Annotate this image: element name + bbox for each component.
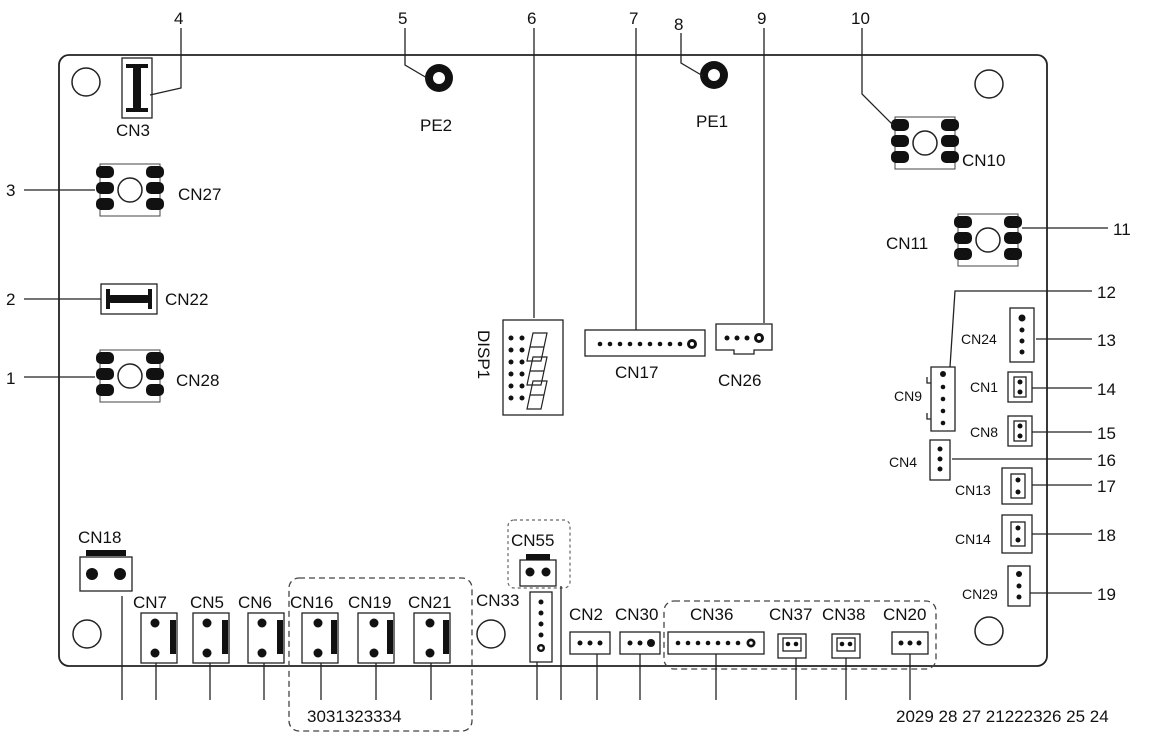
label-cn29: CN29 [962,586,998,602]
connector-cn29 [1007,565,1031,607]
label-cn10: CN10 [962,151,1005,170]
label-cn3: CN3 [116,121,150,140]
label-cn16: CN16 [290,593,333,612]
callout-group-b: 2029 28 27 21222326 25 24 [896,707,1109,726]
mount-hole [71,67,101,97]
callout-7: 7 [629,9,638,28]
callout-group-a: 3031323334 [307,707,402,726]
connector-cn30 [619,631,661,655]
board-outline [58,54,1048,667]
connector-cn8 [1007,415,1033,447]
group-dashed-box-left [288,577,473,732]
connector-cn21 [413,612,451,664]
callout-19: 19 [1097,585,1116,604]
connector-cn33 [529,591,553,663]
label-cn30: CN30 [615,605,658,624]
label-cn17: CN17 [615,363,658,382]
mount-hole [974,69,1004,99]
connector-cn38 [831,633,861,659]
label-cn20: CN20 [883,605,926,624]
callout-2: 2 [6,290,15,309]
callout-15: 15 [1097,424,1116,443]
callout-10: 10 [851,9,870,28]
callout-12: 12 [1097,283,1116,302]
connector-cn37 [777,633,807,659]
cn55-dashed-box [507,519,571,589]
callout-3: 3 [6,181,15,200]
connector-cn16 [301,612,339,664]
label-cn22: CN22 [165,290,208,309]
ground-pe2 [425,64,453,92]
connector-cn1 [1007,371,1033,403]
mount-hole [476,619,506,649]
label-cn4: CN4 [889,454,917,470]
callout-18: 18 [1097,526,1116,545]
connector-cn7 [140,612,178,664]
label-pe2: PE2 [420,116,452,135]
mount-hole [72,619,102,649]
label-cn37: CN37 [769,605,812,624]
label-cn33: CN33 [476,591,519,610]
connector-cn6 [247,612,285,664]
connector-cn2 [569,631,611,655]
label-cn9: CN9 [894,388,922,404]
callout-17: 17 [1097,477,1116,496]
label-cn11: CN11 [886,234,928,253]
label-cn19: CN19 [348,593,391,612]
display-disp1 [502,319,564,416]
callout-8: 8 [674,15,683,34]
label-cn36: CN36 [690,605,733,624]
connector-cn17 [584,329,706,357]
callout-6: 6 [527,9,536,28]
callout-13: 13 [1097,331,1116,350]
label-cn14: CN14 [955,531,991,547]
label-cn5: CN5 [190,593,224,612]
label-cn6: CN6 [238,593,272,612]
label-cn13: CN13 [955,482,991,498]
connector-cn55 [519,554,557,587]
label-pe1: PE1 [696,112,728,131]
label-cn21: CN21 [408,593,451,612]
callout-4: 4 [174,9,183,28]
leader-lines [24,28,1108,700]
connector-cn3 [121,57,153,119]
label-cn2: CN2 [569,605,603,624]
label-cn1: CN1 [970,379,998,395]
callout-11: 11 [1113,220,1131,239]
label-cn26: CN26 [718,371,761,390]
callout-1: 1 [6,369,15,388]
callout-14: 14 [1097,380,1116,399]
connector-cn13 [1001,467,1033,505]
group-dashed-box-right [663,600,937,670]
label-cn38: CN38 [822,605,865,624]
label-cn27: CN27 [178,185,221,204]
label-cn24: CN24 [961,331,997,347]
connector-cn9 [926,366,956,432]
connector-cn18 [79,550,133,592]
connector-cn24 [1009,307,1035,363]
label-cn55: CN55 [511,531,554,550]
connector-cn36 [667,631,765,655]
mount-hole [974,616,1004,646]
label-disp1: DISP1 [474,330,493,379]
callout-5: 5 [398,9,407,28]
connector-cn4 [929,439,951,481]
callout-16: 16 [1097,451,1116,470]
label-cn7: CN7 [133,593,167,612]
connector-cn5 [192,612,230,664]
connector-cn26 [715,323,773,355]
label-cn8: CN8 [970,424,998,440]
callout-9: 9 [757,9,766,28]
label-cn28: CN28 [176,371,219,390]
label-cn18: CN18 [78,528,121,547]
ground-pe1 [700,61,728,89]
